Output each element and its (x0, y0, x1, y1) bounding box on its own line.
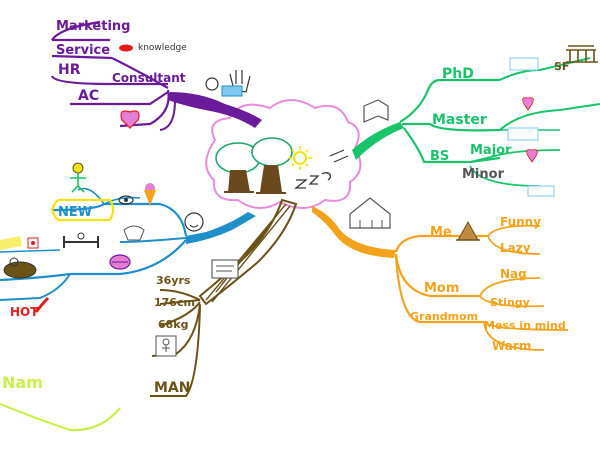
book-icon (363, 99, 389, 123)
label-hot: HOT (10, 305, 39, 319)
label-mess-in-mind: Mess in mind (484, 319, 566, 332)
label-height: 176cm (154, 296, 195, 309)
dumbbell-icon (63, 232, 99, 248)
label-lazy: Lazy (500, 241, 531, 255)
label-marketing: Marketing (56, 19, 130, 34)
tree-icon (251, 137, 293, 194)
ice-cream-icon (144, 183, 156, 206)
eye-icon (118, 195, 134, 205)
label-knowledge: knowledge (138, 43, 187, 53)
flag-icon (27, 237, 39, 249)
person-icon (70, 162, 86, 193)
label-master: Master (432, 112, 487, 128)
pepper-icon (34, 296, 50, 313)
sticker (0, 236, 22, 250)
building-icon (566, 45, 598, 63)
label-warm: Warm (492, 339, 531, 353)
sticker (527, 185, 555, 197)
body-branch: 36yrs 176cm 68kg MAN (150, 198, 298, 397)
label-phd: PhD (442, 66, 474, 82)
label-mom: Mom (424, 281, 459, 296)
label-minor: Minor (462, 167, 505, 182)
clipboard-icon (211, 259, 239, 279)
sticker (507, 127, 539, 141)
name-branch: Nam (0, 373, 121, 432)
label-bs: BS (430, 149, 449, 164)
family-branch: Me Funny Lazy Mom Nag Stingy Grandmom Me… (312, 197, 569, 353)
label-sf: SF (554, 60, 569, 73)
label-funny: Funny (500, 215, 541, 229)
label-service: Service (56, 43, 110, 58)
central-cloud (205, 99, 362, 209)
heart-icon (120, 110, 140, 129)
heart-icon (522, 97, 534, 111)
label-ac: AC (78, 88, 99, 104)
label-me: Me (430, 225, 452, 240)
label-consultant: Consultant (112, 71, 186, 85)
face-icon (184, 212, 204, 232)
label-age: 36yrs (156, 274, 191, 287)
sleeping-icon (294, 149, 349, 189)
work-branch: Marketing Service HR AC Consultant knowl… (50, 19, 262, 131)
label-nag: Nag (500, 267, 527, 281)
education-branch: PhD Master BS Major Minor SF (352, 45, 600, 197)
lips-icon (109, 254, 131, 270)
label-stingy: Stingy (490, 296, 530, 309)
sticker (509, 57, 539, 71)
label-new: NEW (58, 205, 92, 220)
food-icon (3, 257, 37, 279)
label-grandmom: Grandmom (410, 310, 478, 323)
label-man: MAN (154, 380, 190, 396)
label-hr: HR (58, 62, 81, 78)
lips-icon (119, 44, 133, 52)
sun-icon (288, 146, 312, 170)
person-icon (155, 335, 177, 357)
label-major: Major (470, 143, 512, 158)
label-weight: 68kg (158, 318, 189, 331)
cooking-icon (123, 225, 145, 241)
tree-icon (215, 142, 261, 193)
hand-icon (205, 70, 251, 97)
hat-icon (456, 220, 480, 241)
heart-icon (526, 149, 538, 163)
label-name: Nam (2, 373, 43, 392)
hobbies-branch: NEW HOT (0, 162, 256, 319)
house-icon (349, 197, 391, 229)
